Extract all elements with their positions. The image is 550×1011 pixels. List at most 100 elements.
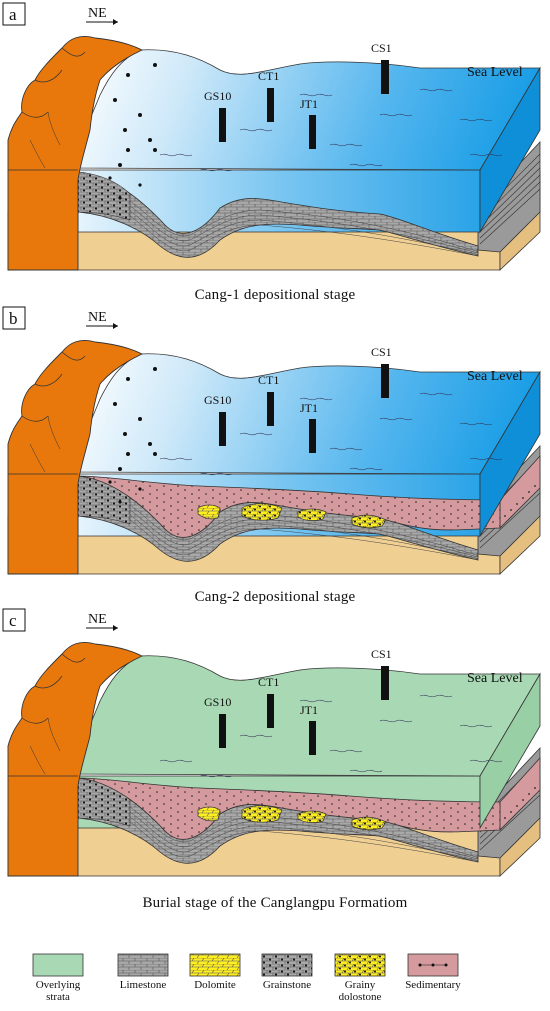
wave-line [239, 432, 273, 436]
wave-line [379, 417, 413, 421]
well-cs1 [381, 666, 389, 700]
wave-line [299, 93, 333, 97]
ooid-dot [153, 148, 157, 152]
wave-line [329, 143, 363, 147]
grainstone-shoal [77, 171, 131, 221]
well-gs10 [219, 412, 226, 446]
wave-line [379, 719, 413, 723]
legend-label-sedimentary: Sedimentary [405, 979, 461, 991]
caption-a: Cang-1 depositional stage [194, 287, 356, 303]
grainy-dolostone-lens-2 [297, 508, 327, 522]
ooid-dot [118, 196, 122, 200]
wave-line [199, 774, 233, 778]
dolomite-lens [197, 504, 221, 520]
ooid-dot [148, 138, 152, 142]
legend-swatch-grainydolo [334, 953, 386, 977]
panel-letter-box [2, 306, 26, 330]
sea-level-label: Sea Level [467, 369, 523, 384]
wave-line [299, 397, 333, 401]
wave-line [159, 457, 193, 461]
wave-line [239, 128, 273, 132]
ne-label: NE [88, 310, 107, 325]
well-label-cs1: CS1 [371, 41, 392, 55]
legend-label-grainstone: Grainstone [263, 979, 311, 991]
ooid-dot [138, 417, 142, 421]
grainy-dolostone-lens-1 [241, 805, 283, 823]
well-label-gs10: GS10 [204, 393, 231, 407]
well-cs1 [381, 364, 389, 398]
well-label-gs10: GS10 [204, 695, 231, 709]
wave-line [329, 749, 363, 753]
wave-line [299, 699, 333, 703]
legend-swatch-overlying [32, 953, 84, 977]
well-label-ct1: CT1 [258, 69, 279, 83]
well-gs10 [219, 108, 226, 142]
grainy-dolostone-lens-1 [241, 503, 283, 521]
ooid-dot [138, 487, 142, 491]
ooid-dot [153, 452, 157, 456]
ooid-dot [138, 113, 142, 117]
sea-surface [77, 49, 541, 171]
ooid-dot [126, 377, 130, 381]
wave-line [469, 457, 503, 461]
ooid-dot [138, 183, 142, 187]
ooid-dot [108, 176, 112, 180]
wave-line [349, 467, 383, 471]
wave-line [199, 472, 233, 476]
granite-cliff [7, 340, 144, 575]
sea-side [479, 66, 541, 234]
ooid-dot [126, 73, 130, 77]
ooid-dot [118, 467, 122, 471]
sea-level-label: Sea Level [467, 671, 523, 686]
panel-letter: c [9, 611, 17, 630]
panel-letter: b [9, 309, 18, 328]
wave-line [459, 118, 493, 122]
ne-arrow-head [113, 323, 118, 329]
ooid-dot [148, 442, 152, 446]
wave-line [239, 734, 273, 738]
limestone-platform [77, 171, 479, 258]
wave-line [159, 759, 193, 763]
wave-line [159, 153, 193, 157]
sea-surface [77, 353, 541, 475]
wave-line [419, 392, 453, 396]
ooid-dot [126, 452, 130, 456]
caption-b: Cang-2 depositional stage [194, 589, 356, 605]
well-label-jt1: JT1 [300, 703, 318, 717]
sedimentary-fill [77, 475, 501, 538]
sea-level-label: Sea Level [467, 65, 523, 80]
sea-side [479, 370, 541, 538]
ne-arrow-head [113, 19, 118, 25]
strata-side [477, 140, 541, 253]
sea-surface [77, 655, 541, 777]
ooid-dot [123, 128, 127, 132]
wave-line [459, 422, 493, 426]
wave-line [459, 724, 493, 728]
cliff-cracks [8, 351, 86, 475]
legend-label-dolomite: Dolomite [194, 979, 236, 991]
ooid-dot [153, 367, 157, 371]
well-label-ct1: CT1 [258, 675, 279, 689]
ooid-dot [153, 63, 157, 67]
well-ct1 [267, 88, 274, 122]
wave-line [349, 163, 383, 167]
well-jt1 [309, 721, 316, 755]
panel-letter-box [2, 608, 26, 632]
well-gs10 [219, 714, 226, 748]
well-label-cs1: CS1 [371, 345, 392, 359]
ooid-dot [108, 480, 112, 484]
wave-line [379, 113, 413, 117]
ooid-dot [113, 98, 117, 102]
legend-label-overlying: Overlying [36, 979, 81, 991]
well-jt1 [309, 419, 316, 453]
wave-line [419, 88, 453, 92]
ooid-dot [123, 432, 127, 436]
wave-line [469, 153, 503, 157]
grainy-dolostone-lens-2 [297, 810, 327, 824]
well-label-jt1: JT1 [300, 401, 318, 415]
